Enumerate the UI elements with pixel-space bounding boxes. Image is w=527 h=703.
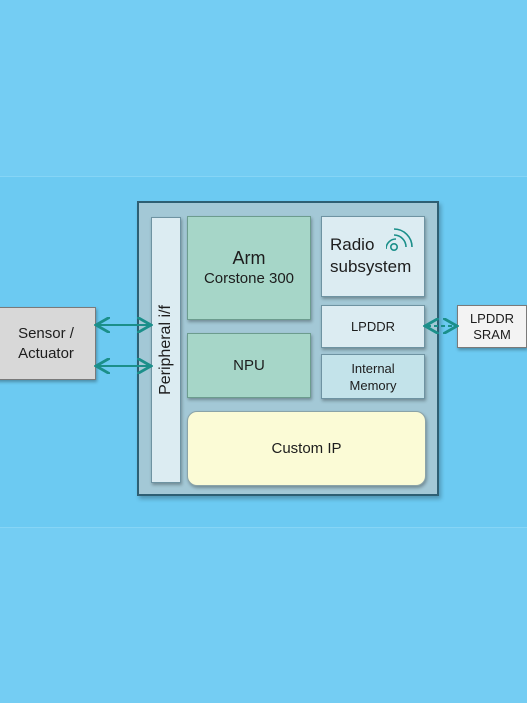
npu-label: NPU	[233, 357, 265, 374]
peripheral-interface-block: Peripheral i/f	[151, 217, 181, 483]
arm-label: Arm	[232, 248, 266, 268]
corstone-label: Corstone 300	[203, 270, 295, 287]
lpddr-external-label: LPDDR	[469, 310, 515, 326]
lpddr-internal-block: LPDDR	[321, 305, 425, 348]
custom-ip-label: Custom IP	[271, 440, 342, 457]
internal-memory-block: Internal Memory	[321, 354, 425, 399]
actuator-label: Actuator	[18, 344, 74, 362]
sensor-actuator-block: Sensor / Actuator	[0, 307, 96, 380]
custom-ip-block: Custom IP	[187, 411, 426, 486]
lpddr-internal-label: LPDDR	[350, 319, 396, 334]
arm-corstone-block: Arm Corstone 300	[187, 216, 311, 320]
wireless-signal-icon	[386, 228, 413, 251]
radio-subsystem-block: Radio subsystem	[321, 216, 425, 297]
internal-label: Internal	[351, 360, 395, 376]
lpddr-sram-block: LPDDR SRAM	[457, 305, 527, 348]
radio-label: Radio	[330, 235, 375, 254]
memory-label: Memory	[349, 377, 397, 393]
sensor-label: Sensor /	[18, 324, 74, 342]
npu-block: NPU	[187, 333, 311, 398]
subsystem-label: subsystem	[330, 257, 412, 276]
sram-label: SRAM	[473, 326, 511, 342]
